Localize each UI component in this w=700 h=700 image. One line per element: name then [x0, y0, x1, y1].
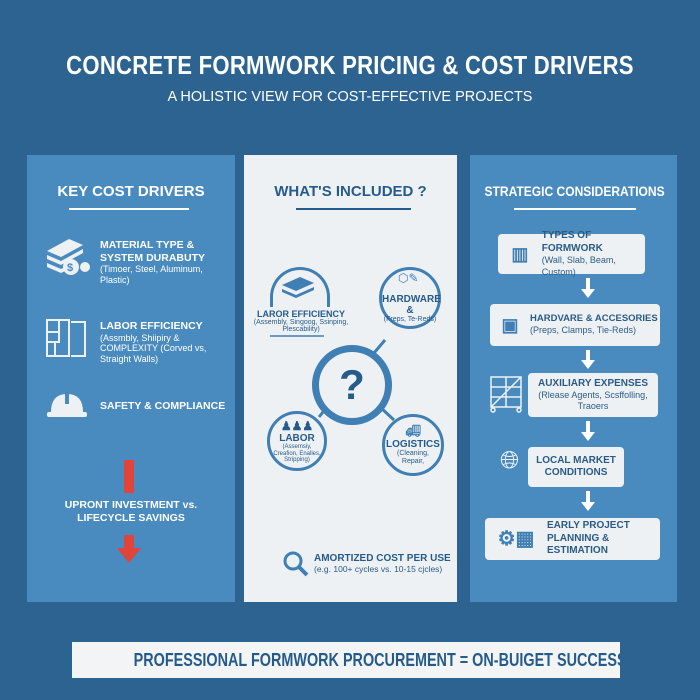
banner-text: PROFESSIONAL FORMWORK PROCUREMENT = ON-B…	[133, 650, 620, 670]
scaffolding-icon	[490, 376, 522, 413]
step-title: LOCAL MARKET CONDITIONS	[536, 454, 616, 479]
hard-hat-icon	[47, 394, 87, 417]
down-arrow-icon	[581, 502, 595, 511]
formwork-panel-icon	[46, 319, 86, 357]
strategic-considerations-panel: STRATEGIC CONSIDERATIONS ▥ TYPES OF FORMW…	[470, 155, 677, 602]
flow-arrow	[586, 491, 590, 503]
bottom-banner: PROFESSIONAL FORMWORK PROCUREMENT = ON-B…	[72, 642, 620, 678]
tradeoff-label: UPRONT INVESTMENT vs. LIFECYCLE SAVINGS	[64, 499, 198, 524]
panels-icon	[282, 277, 314, 298]
amortized-title: AMORTIZED COST PER USE	[314, 553, 451, 564]
step-hardware: ▣ HARDVARE & ACCESORIES(Preps, Clamps, Ti…	[490, 304, 660, 346]
red-arrow-shaft	[124, 460, 134, 493]
step-detail: (Preps, Clamps, Tie-Reds)	[530, 325, 637, 336]
step-title: AUXILIARY EXPENSES	[537, 377, 649, 389]
divider	[514, 208, 636, 210]
magnifier-icon	[283, 551, 309, 577]
flow-arrow	[586, 421, 590, 433]
node-labor-efficiency-title: LAROR EFFICIENCY	[256, 309, 345, 319]
node-hardware-title: HARDWARE &	[382, 294, 441, 316]
node-labor: ♟♟♟LABOR(Assemsiy, Creafion, Enalles, St…	[267, 411, 327, 471]
page-subtitle: A HOLISTIC VIEW FOR COST-EFFECTIVE PROJE…	[167, 89, 533, 105]
node-logistics-detail: (Cleaning, Repair,	[397, 450, 429, 466]
step-title: HARDVARE & ACCESORIES	[530, 313, 658, 325]
node-logistics-title: LOGISTICS	[386, 438, 440, 450]
divider	[69, 208, 189, 210]
workers-icon: ♟♟♟	[280, 419, 314, 433]
step-title: TYPES OF FORMWORK	[541, 230, 603, 254]
driver-safety-title: SAFETY & COMPLIANCE	[100, 400, 226, 412]
driver-labor-detail: (Assmbly, Shiipiry & COMPLEXITY (Corved …	[100, 332, 207, 365]
down-arrow-icon	[117, 548, 141, 563]
driver-material-detail: (Timoer, Steel, Aluminum, Plastic)	[100, 264, 203, 285]
node-labor-detail: (Assemsiy, Creafion, Enalles, Stripping)	[273, 444, 321, 464]
amortized-detail: (e.g. 100+ cycles vs. 10-15 cjcles)	[314, 564, 443, 574]
down-arrow-icon	[581, 432, 595, 441]
node-labor-efficiency-detail: (Assembly, Singoog, Ssinping, Plescabili…	[253, 319, 349, 333]
hardware-icon: ▣	[501, 314, 519, 335]
driver-labor-title: LABOR EFFICIENCY	[100, 320, 203, 332]
driver-material-title: MATERIAL TYPE & SYSTEM DURABUTY	[100, 239, 206, 264]
node-arc	[270, 267, 330, 307]
truck-icon: 🚚︎	[405, 424, 421, 438]
step-types-of-formwork: ▥ TYPES OF FORMWORK(Wall, Slab, Beam, Cus…	[498, 230, 645, 277]
svg-text:$: $	[67, 262, 73, 274]
formwork-icon: ▥	[511, 243, 529, 264]
node-logistics: 🚚︎LOGISTICS(Cleaning, Repair,	[382, 414, 444, 476]
node-labor-title: LABOR	[279, 433, 315, 445]
step-detail: (Wall, Slab, Beam, Custom)	[541, 255, 616, 277]
money-stack-gear-icon: $	[47, 239, 90, 275]
node-hardware: HARDWARE &(Freps, Te-Reds)	[379, 267, 441, 329]
whats-included-panel: WHAT'S INCLUDED ? LAROR EFFICIENCY(Assem…	[244, 155, 457, 602]
step-early-planning: ⚙▦ EARLY PROJECT PLANNING & ESTIMATION	[485, 518, 660, 560]
page-title: CONCRETE FORMWORK PRICING & COST DRIVERS	[66, 50, 634, 80]
red-arrow-stem	[124, 535, 134, 549]
down-arrow-icon	[581, 289, 595, 298]
step-detail: (Rlease Agents, Scsffolling, Traoers	[538, 390, 648, 412]
panel-heading: KEY COST DRIVERS	[57, 183, 205, 200]
node-hardware-detail: (Freps, Te-Reds)	[383, 316, 437, 323]
down-arrow-icon	[581, 360, 595, 369]
flow-arrow	[586, 278, 590, 290]
step-title: EARLY PROJECT PLANNING & ESTIMATION	[547, 520, 630, 557]
panel-heading: STRATEGIC CONSIDERATIONS	[484, 183, 665, 199]
globe-tag-icon: 🌐︎	[500, 447, 520, 474]
step-auxiliary: AUXILIARY EXPENSES(Rlease Agents, Scsffo…	[528, 373, 658, 417]
nut-bolt-icon: ⬡✎	[398, 271, 419, 285]
divider	[296, 208, 411, 210]
flow-arrow	[586, 350, 590, 360]
step-local-market: LOCAL MARKET CONDITIONS	[528, 447, 624, 487]
gear-calendar-icon: ⚙▦	[497, 527, 535, 550]
panel-heading: WHAT'S INCLUDED ?	[274, 183, 427, 200]
center-question-icon: ?	[312, 345, 392, 425]
key-cost-drivers-panel: KEY COST DRIVERS $ MATERIAL TYPE & SYSTE…	[27, 155, 235, 602]
